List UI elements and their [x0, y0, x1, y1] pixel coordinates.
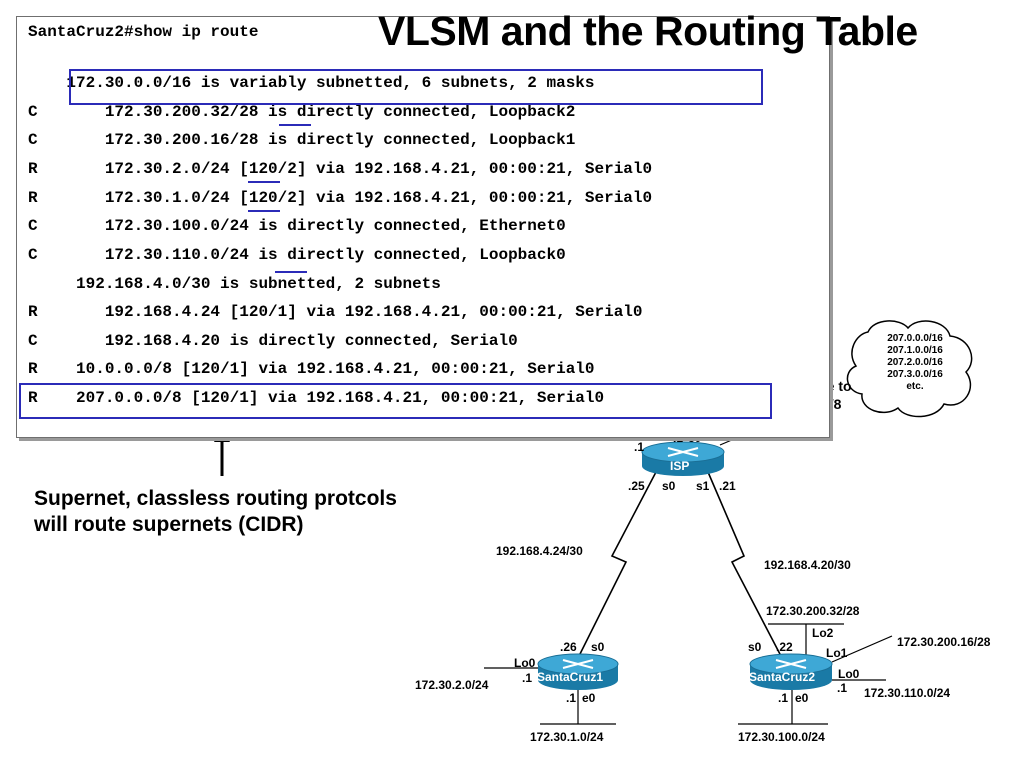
sc1-lo0-network: 172.30.2.0/24	[415, 678, 489, 692]
sc2-s0-label: s0	[748, 640, 762, 654]
terminal-line: C 172.30.200.32/28 is directly connected…	[28, 103, 576, 121]
mask-underline	[279, 124, 311, 126]
isp-dot1-label: .1	[634, 440, 645, 454]
page-title: VLSM and the Routing Table	[378, 8, 918, 54]
serial-link-right	[707, 471, 783, 659]
sc2-e0-dot1-label: .1	[778, 691, 789, 705]
supernet-caption: Supernet, classless routing protcols wil…	[34, 486, 397, 538]
caption-line-2: will route supernets (CIDR)	[34, 513, 304, 536]
santacruz1-router-label: SantaCruz1	[537, 670, 604, 684]
link-left-network: 192.168.4.24/30	[496, 544, 583, 558]
mask-underline	[248, 210, 280, 212]
supernet-route-highlight	[19, 383, 772, 419]
cloud-route: 207.0.0.0/16	[887, 333, 943, 344]
sc2-e0-label: e0	[795, 691, 809, 705]
sc1-e0-network: 172.30.1.0/24	[530, 730, 604, 744]
isp-router	[641, 441, 725, 476]
santacruz1-router	[537, 653, 619, 690]
sc2-dot22-label: .22	[776, 640, 793, 654]
terminal-line: C 172.30.100.0/24 is directly connected,…	[28, 217, 566, 235]
link-right-network: 192.168.4.20/30	[764, 558, 851, 572]
terminal-line: 192.168.4.0/30 is subnetted, 2 subnets	[28, 275, 441, 293]
isp-router-label: ISP	[670, 459, 690, 473]
santacruz2-router-label: SantaCruz2	[749, 670, 816, 684]
terminal-prompt: SantaCruz2#show ip route	[28, 23, 259, 41]
terminal-line: C 192.168.4.20 is directly connected, Se…	[28, 332, 518, 350]
sc2-lo0-label: Lo0	[838, 667, 860, 681]
sc1-dot26-label: .26	[560, 640, 577, 654]
routing-table-terminal: SantaCruz2#show ip route 172.30.0.0/16 i…	[16, 16, 830, 438]
sc1-lo0-dot1-label: .1	[522, 671, 533, 685]
caption-line-1: Supernet, classless routing protcols	[34, 487, 397, 510]
terminal-line: C 172.30.200.16/28 is directly connected…	[28, 131, 576, 149]
sc2-lo1-label: Lo1	[826, 646, 848, 660]
cloud-route: 207.2.0.0/16	[887, 357, 943, 368]
isp-dot25-label: .25	[628, 479, 645, 493]
cloud-route: 207.1.0.0/16	[887, 345, 943, 356]
sc1-lo0-label: Lo0	[514, 656, 536, 670]
terminal-line: R 207.0.0.0/8 [120/1] via 192.168.4.21, …	[28, 389, 605, 407]
isp-e0-dot1-label: .1	[673, 431, 684, 445]
sc1-e0-label: e0	[582, 691, 596, 705]
terminal-line: 172.30.0.0/16 is variably subnetted, 6 s…	[28, 74, 595, 92]
internet-cloud	[846, 320, 973, 418]
serial-link-left	[577, 471, 657, 659]
terminal-line: R 172.30.2.0/24 [120/2] via 192.168.4.21…	[28, 160, 653, 178]
terminal-line: R 10.0.0.0/8 [120/1] via 192.168.4.21, 0…	[28, 360, 595, 378]
isp-s1-label: s1	[696, 479, 710, 493]
cloud-routes: 207.0.0.0/16 207.1.0.0/16 207.2.0.0/16 2…	[870, 333, 960, 393]
sc1-s0-label: s0	[591, 640, 605, 654]
cloud-route: 207.3.0.0/16	[887, 369, 943, 380]
santacruz2-router	[749, 653, 833, 690]
sc2-lo1-line	[831, 635, 893, 663]
sc2-lo0-network: 172.30.110.0/24	[864, 686, 951, 700]
sc2-lo1-network: 172.30.200.16/28	[897, 635, 991, 649]
terminal-line: R 172.30.1.0/24 [120/2] via 192.168.4.21…	[28, 189, 653, 207]
mask-underline	[248, 181, 280, 183]
variably-subnetted-highlight	[69, 69, 763, 105]
sc2-lo0-dot1-label: .1	[837, 681, 848, 695]
isp-dot21-label: .21	[719, 479, 736, 493]
sc1-e0-dot1-label: .1	[566, 691, 577, 705]
mask-underline	[275, 271, 307, 273]
sc2-lo2-label: Lo2	[812, 626, 834, 640]
terminal-line: C 172.30.110.0/24 is directly connected,…	[28, 246, 566, 264]
sc2-lo2-network: 172.30.200.32/28	[766, 604, 860, 618]
cloud-route: etc.	[906, 381, 924, 392]
sc2-e0-network: 172.30.100.0/24	[738, 730, 825, 744]
isp-s0-label: s0	[662, 479, 676, 493]
terminal-line: R 192.168.4.24 [120/1] via 192.168.4.21,…	[28, 303, 643, 321]
